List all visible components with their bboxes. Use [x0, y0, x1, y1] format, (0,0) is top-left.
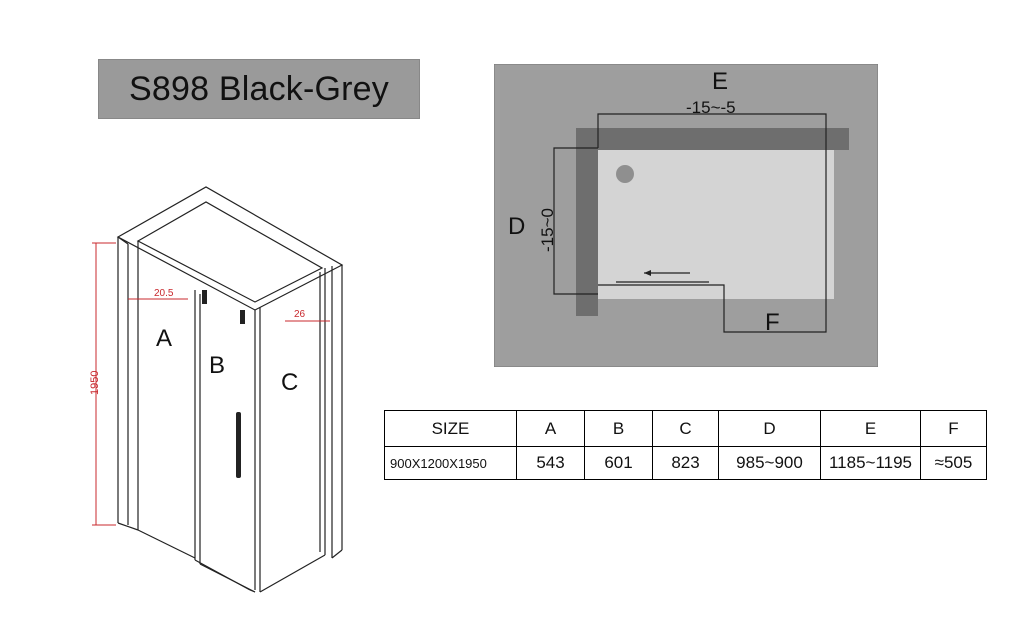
header-e: E: [820, 410, 921, 447]
door-roller-left: [202, 290, 207, 304]
panel-c-label: C: [281, 369, 298, 396]
panel-a-label: A: [156, 325, 172, 352]
cell-c: 823: [652, 446, 719, 480]
header-size: SIZE: [384, 410, 517, 447]
drain-icon: [616, 165, 634, 183]
dim-f-label: F: [765, 309, 780, 336]
cell-size: 900X1200X1950: [384, 446, 517, 480]
cell-b: 601: [584, 446, 653, 480]
left-offset-label: 20.5: [154, 288, 174, 299]
top-frame-inner: [136, 201, 324, 303]
header-b: B: [584, 410, 653, 447]
door-roller-right: [240, 310, 245, 324]
dim-d-label: D: [508, 213, 525, 240]
dim-e-tolerance: -15~-5: [686, 98, 736, 117]
floor-plan-drawing: E -15~-5 D -15~0 F: [494, 64, 878, 367]
header-d: D: [718, 410, 821, 447]
panel-b-label: B: [209, 352, 225, 379]
table-row: 900X1200X1950 543 601 823 985~900 1185~1…: [384, 446, 987, 480]
cell-e: 1185~1195: [820, 446, 921, 480]
side-wall: [576, 128, 598, 316]
product-title: S898 Black-Grey: [98, 59, 420, 119]
dim-e-label: E: [712, 68, 728, 95]
header-c: C: [652, 410, 719, 447]
cell-a: 543: [516, 446, 585, 480]
height-label: 1950: [89, 371, 101, 395]
header-a: A: [516, 410, 585, 447]
back-wall: [576, 128, 849, 150]
dimensions-table: SIZE A B C D E F 900X1200X1950 543 601 8…: [384, 410, 987, 480]
door-handle: [236, 412, 241, 478]
right-offset-label: 26: [294, 309, 306, 320]
header-f: F: [920, 410, 987, 447]
table-header-row: SIZE A B C D E F: [384, 410, 987, 447]
cell-f: ≈505: [920, 446, 987, 480]
shower-cabin-drawing: 20.5 26 1950 A B C: [89, 186, 344, 593]
enclosure-outline: [597, 113, 827, 333]
cell-d: 985~900: [718, 446, 821, 480]
dim-d-tolerance: -15~0: [538, 208, 557, 252]
